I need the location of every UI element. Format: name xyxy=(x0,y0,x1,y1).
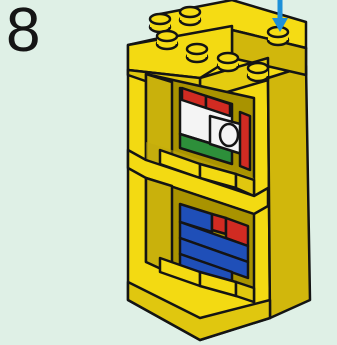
cabinet-side-face xyxy=(268,66,310,318)
